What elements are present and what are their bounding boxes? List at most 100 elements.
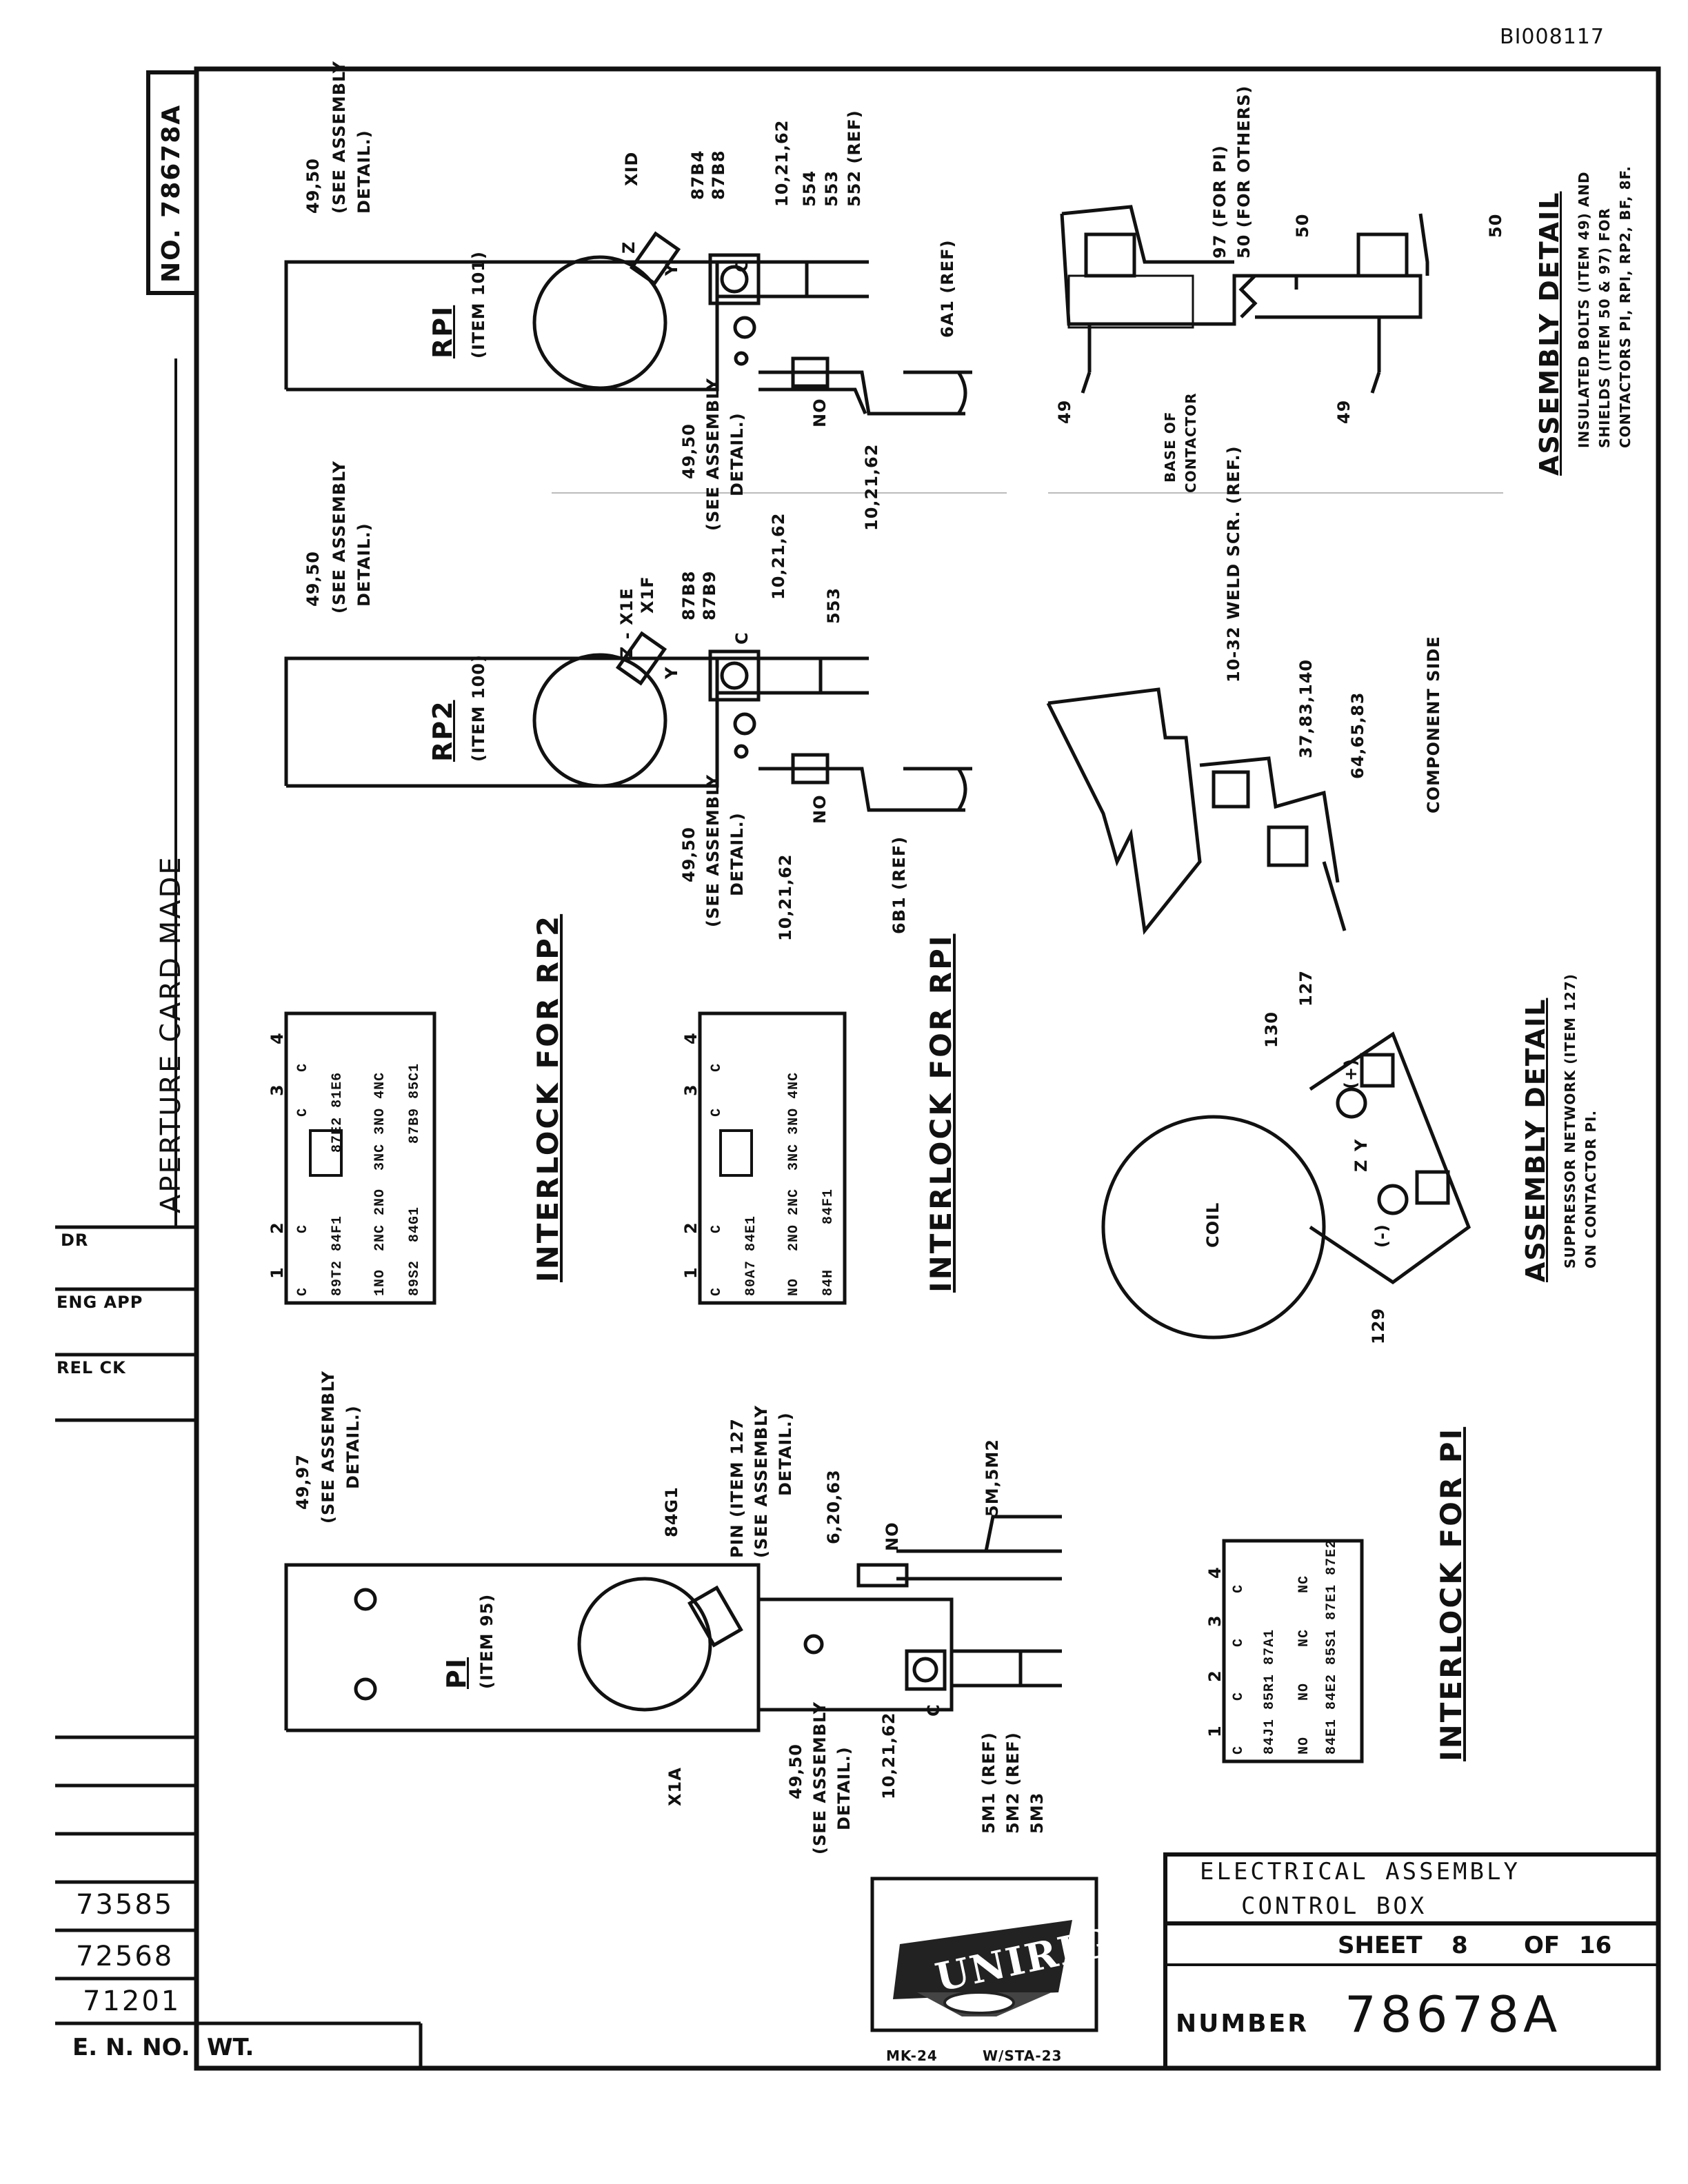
- p1-no: NO: [883, 1521, 902, 1552]
- rp2-see-top: (SEE ASSEMBLY: [330, 461, 349, 614]
- assembly-detail-1-callout-50-others: 50 (FOR OTHERS): [1234, 85, 1254, 259]
- p1-see-2: (SEE ASSEMBLY: [810, 1701, 830, 1854]
- p1-contactor-drawing: [284, 1515, 1062, 1732]
- p1-ref: 5M,5M2: [983, 1439, 1002, 1517]
- assembly-detail-1-note-2: SHIELDS (ITEM 50 & 97) FOR: [1596, 208, 1613, 448]
- p1-ref-1: 5M1 (REF): [979, 1732, 998, 1834]
- interlock-rp1-title: INTERLOCK FOR RPI: [924, 933, 958, 1293]
- rp1-c: C: [732, 259, 752, 272]
- rp2-xif: X1F: [638, 576, 657, 614]
- assembly-detail-3-callout-130: 130: [1262, 1011, 1281, 1048]
- aperture-card-note: APERTURE CARD MADE: [155, 855, 187, 1213]
- rp2-detail-bottom: DETAIL.): [727, 812, 747, 896]
- interlock-p1-bottom-row: NO NO NC NC: [1296, 1575, 1312, 1755]
- p1-see: (SEE ASSEMBLY: [319, 1371, 338, 1524]
- interlock-rp2-col-3: 3: [268, 1084, 287, 1096]
- interlock-rp1-bottom-row: NO 2NO 2NC 3NC 3NO 4NC: [786, 1071, 802, 1296]
- rp1-ref-1: 554: [800, 170, 819, 207]
- rp1-x10: XID: [622, 151, 641, 186]
- assembly-detail-3-drawing: [1101, 1031, 1471, 1339]
- drawing-border: [194, 66, 1661, 2071]
- p1-detail: DETAIL.): [343, 1405, 363, 1489]
- interlock-p1-title: INTERLOCK FOR PI: [1434, 1426, 1468, 1761]
- signoff-dr: DR: [61, 1231, 89, 1250]
- p1-bolts: 49,97: [293, 1454, 312, 1510]
- p1-bolts-2: 49,50: [786, 1743, 805, 1799]
- en-number-1: 73585: [76, 1889, 174, 1921]
- interlock-rp1-box: [698, 1011, 847, 1305]
- rp1-see-top: (SEE ASSEMBLY: [330, 61, 349, 214]
- margin-number-box: [146, 70, 199, 295]
- interlock-rp2-col-2: 2: [268, 1222, 287, 1234]
- rp1-item: (ITEM 101): [469, 251, 488, 358]
- rp2-wire-2: 87B9: [700, 570, 719, 620]
- interlock-rp1-col-3: 3: [681, 1084, 701, 1096]
- title-line-1: ELECTRICAL ASSEMBLY: [1200, 1858, 1520, 1885]
- assembly-detail-3-note-1: SUPPRESSOR NETWORK (ITEM 127): [1562, 973, 1578, 1268]
- interlock-p1-col-2: 2: [1205, 1670, 1225, 1682]
- rp1-bolts-bottom: 49,50: [679, 423, 699, 479]
- en-number-header: E. N. NO.: [72, 2034, 190, 2061]
- interlock-rp1-col-2: 2: [681, 1222, 701, 1234]
- rp1-wire-2: 87B8: [709, 150, 728, 200]
- interlock-p1-col-1: 1: [1205, 1725, 1225, 1737]
- rp1-label: RPI: [428, 305, 458, 358]
- number-label: NUMBER: [1176, 2010, 1309, 2038]
- assembly-detail-3-callout-129: 129: [1369, 1307, 1388, 1344]
- interlock-rp2-bottom-row: 1NO 2NC 2NO 3NC 3NO 4NC: [372, 1071, 388, 1296]
- interlock-p1-col-4: 4: [1205, 1566, 1225, 1579]
- interlock-p1-box: [1222, 1539, 1364, 1763]
- interlock-p1-bottom-wires: 84E1 84E2 85S1 87E1 87E2: [1324, 1539, 1340, 1755]
- rp1-screw-2: 10,21,62: [862, 443, 881, 531]
- rp1-detail-top: DETAIL.): [354, 130, 374, 214]
- margin-drawing-number: NO. 78678A: [157, 103, 185, 283]
- p1-ref-2: 5M2 (REF): [1003, 1732, 1023, 1834]
- title-block-frame: [1163, 1852, 1660, 2070]
- p1-ref-3: 5M3: [1027, 1792, 1047, 1834]
- rp2-screw: 10,21,62: [769, 512, 788, 600]
- interlock-p1-col-3: 3: [1205, 1615, 1225, 1627]
- assembly-detail-1-callout-50b: 50: [1486, 213, 1505, 238]
- p1-detail-2: DETAIL.): [834, 1746, 854, 1830]
- rp1-contactor-drawing: [284, 231, 972, 416]
- rp2-label: RP2: [428, 700, 458, 762]
- rp1-ref-2: 553: [822, 170, 841, 207]
- rp1-wire-1: 87B4: [688, 150, 707, 200]
- p1-pin-see: (SEE ASSEMBLY: [752, 1405, 771, 1558]
- document-id: BI008117: [1500, 25, 1605, 49]
- p1-item: (ITEM 95): [477, 1593, 496, 1689]
- interlock-rp2-window: [309, 1129, 343, 1177]
- rp1-ref-3: 552 (REF): [845, 110, 864, 207]
- rp1-y: Y: [662, 263, 681, 276]
- p1-pin: PIN (ITEM 127: [727, 1418, 747, 1558]
- rp2-detail-top: DETAIL.): [354, 523, 374, 607]
- assembly-detail-1-note-1: INSULATED BOLTS (ITEM 49) AND: [1576, 171, 1592, 448]
- en-number-2: 72568: [76, 1941, 174, 1972]
- rp2-bolts-top: 49,50: [303, 551, 323, 607]
- assembly-detail-3-y: Y: [1352, 1138, 1371, 1151]
- p1-x1a: X1A: [665, 1767, 685, 1806]
- interlock-p1-top-wires: 84J1 85R1 87A1: [1262, 1628, 1278, 1755]
- rp2-c: C: [732, 631, 752, 645]
- rp1-screw: 10,21,62: [772, 119, 792, 207]
- rp2-no: NO: [810, 794, 830, 825]
- signoff-rel-ck: REL CK: [57, 1358, 126, 1377]
- interlock-rp2-top-wires: 89T2 84F1 87E2 81E6: [330, 1071, 345, 1296]
- rp2-screw-2: 10,21,62: [776, 853, 795, 941]
- interlock-rp2-title: INTERLOCK FOR RP2: [531, 913, 565, 1282]
- interlock-rp1-window: [719, 1129, 753, 1177]
- assembly-detail-1-drawing: [1060, 205, 1429, 394]
- interlock-rp2-col-4: 4: [268, 1032, 287, 1044]
- interlock-rp1-top-row: C C C C: [709, 1062, 725, 1296]
- interlock-rp2-bottom-wires: 89S2 84G1 87B9 85C1: [407, 1062, 423, 1296]
- footer-right-code: W/STA-23: [983, 2048, 1063, 2064]
- assembly-detail-1-note-3: CONTACTORS PI, RPI, RP2, BF, 8F.: [1617, 165, 1634, 448]
- assembly-detail-2-callout-2: 64,65,83: [1348, 691, 1367, 779]
- assembly-detail-2-side: COMPONENT SIDE: [1424, 636, 1443, 813]
- unirig-logo: UNIRIG: [886, 1889, 1116, 2020]
- sheet-label: SHEET: [1338, 1932, 1423, 1959]
- signoff-eng-app: ENG APP: [57, 1293, 143, 1312]
- p1-pin-detail: DETAIL.): [776, 1412, 795, 1496]
- rp2-see-bottom: (SEE ASSEMBLY: [703, 774, 723, 927]
- assembly-detail-1-callout-49a: 49: [1055, 399, 1074, 424]
